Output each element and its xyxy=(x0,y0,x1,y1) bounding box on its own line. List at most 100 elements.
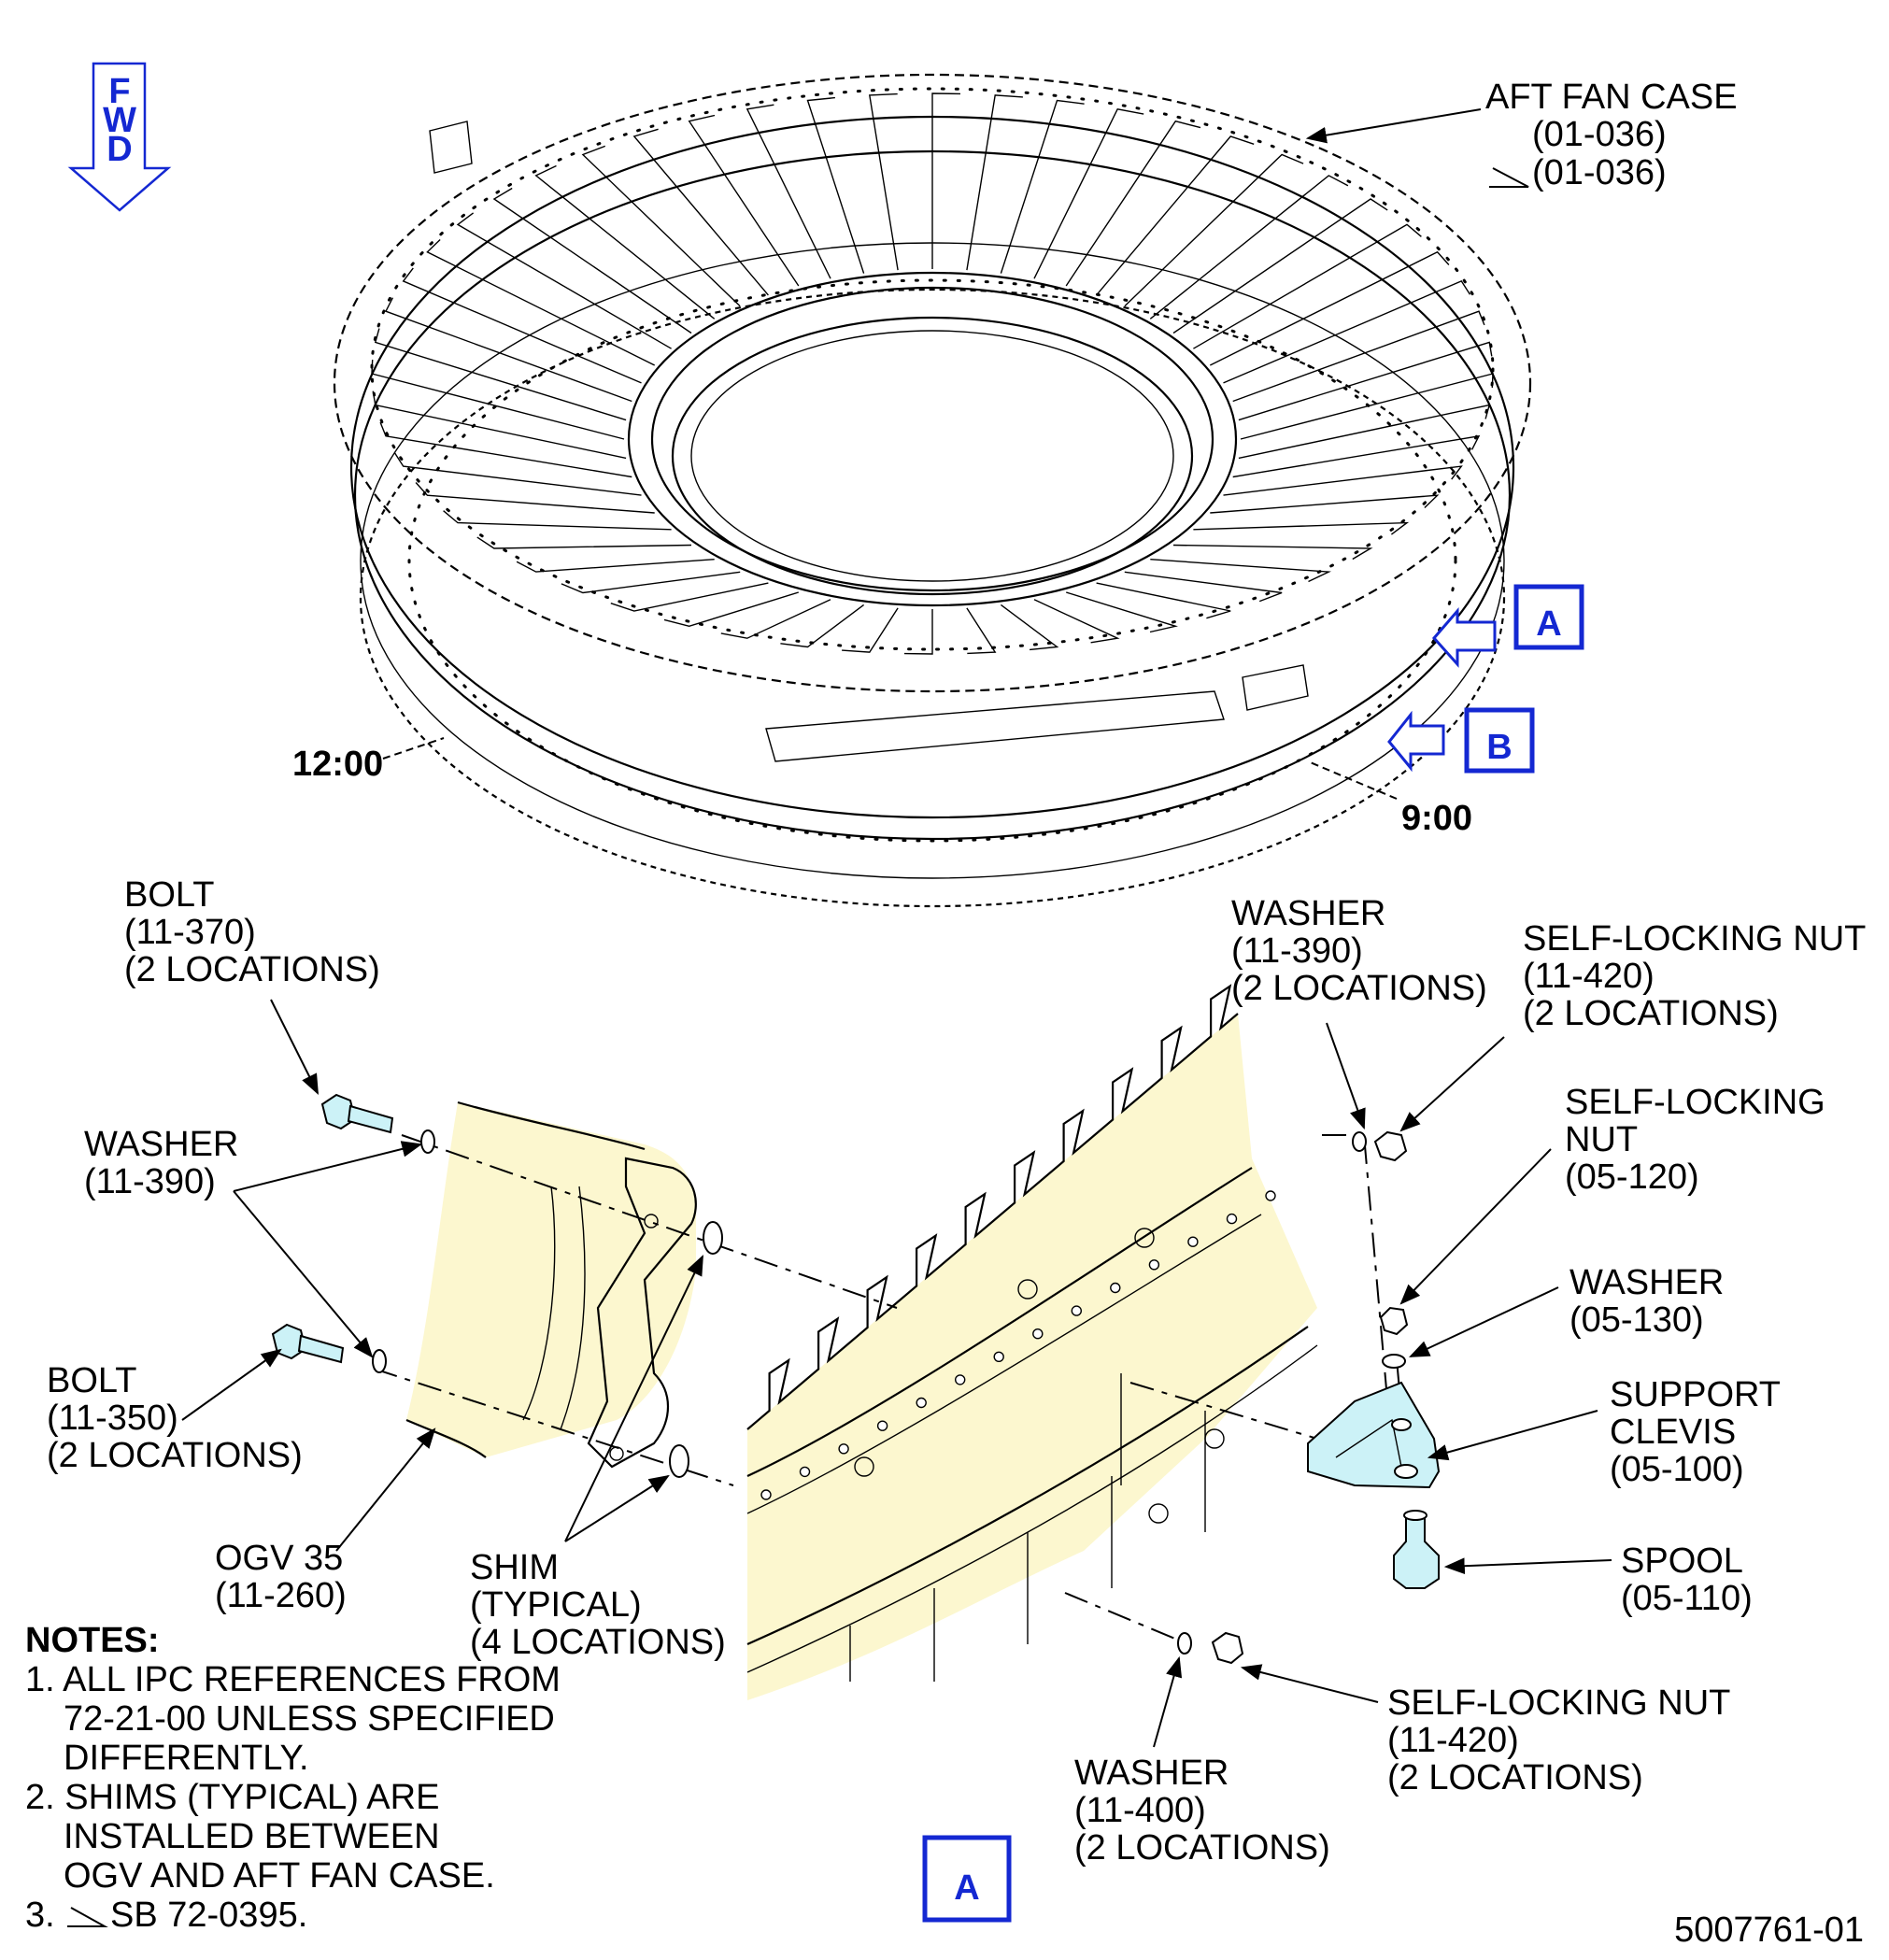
nut-11-420-bottom-icon xyxy=(1211,1631,1244,1665)
bolt-bottom-ref: (11-350) xyxy=(47,1399,178,1438)
case-bolt-hole xyxy=(876,1420,888,1431)
note-1-line-2: 72-21-00 UNLESS SPECIFIED xyxy=(64,1699,555,1739)
nut-top-qty: (2 LOCATIONS) xyxy=(1523,994,1779,1033)
case-bolt-hole xyxy=(838,1443,849,1455)
fan-vane-line xyxy=(443,510,672,531)
case-bolt-hole xyxy=(1187,1236,1199,1247)
aft-fan-case-leader xyxy=(1305,108,1482,144)
ogv-ref: (11-260) xyxy=(215,1576,347,1615)
clock-12-leader xyxy=(382,737,445,760)
bolt-bottom-name: BOLT xyxy=(47,1361,136,1400)
washer-clevis-name: WASHER xyxy=(1569,1263,1724,1302)
fan-vane-line xyxy=(931,92,961,269)
fan-vane-line xyxy=(663,591,800,628)
aft-fan-case-label: AFT FAN CASE xyxy=(1485,78,1738,117)
case-segment-drawing xyxy=(746,984,1318,1700)
washer-11-390-right-icon xyxy=(1352,1131,1367,1152)
shim-leader-1 xyxy=(564,1255,703,1542)
fwd-letter-w: W xyxy=(103,101,136,140)
bolt-top-leader xyxy=(270,999,319,1095)
figure-number: 5007761-01 xyxy=(1674,1910,1864,1950)
nut-bottom-leader xyxy=(1240,1664,1379,1703)
spool-leader xyxy=(1443,1557,1612,1575)
note-1-line-3: DIFFERENTLY. xyxy=(64,1739,309,1778)
washer-top-leader xyxy=(1326,1022,1366,1130)
washer-left-name: WASHER xyxy=(84,1125,238,1164)
washer-05-130-icon xyxy=(1382,1354,1406,1369)
fan-vane-line xyxy=(371,359,625,440)
fan-vane-line xyxy=(374,328,627,421)
case-bolt-hole xyxy=(760,1489,772,1500)
view-b-box xyxy=(1464,707,1535,774)
fan-vane-line xyxy=(746,104,831,279)
view-a-tag: A xyxy=(1536,604,1561,644)
fan-vane-line xyxy=(720,599,831,639)
fan-vane-line xyxy=(581,145,741,307)
revision-flag-icon xyxy=(1489,167,1529,188)
aft-fan-case-ref-revised: (01-036) xyxy=(1532,153,1667,192)
note-2-line-3: OGV AND AFT FAN CASE. xyxy=(64,1856,495,1896)
support-clevis-icon xyxy=(1307,1381,1441,1489)
washer-bottom-qty: (2 LOCATIONS) xyxy=(1074,1828,1330,1868)
bolt-top-qty: (2 LOCATIONS) xyxy=(124,950,380,989)
fan-vane-line xyxy=(1096,135,1255,296)
bolt-top-axis-line xyxy=(401,1134,898,1309)
ogv-name: OGV 35 xyxy=(215,1539,343,1578)
bolt-11-370-icon xyxy=(320,1093,394,1134)
support-clevis-ref: (05-100) xyxy=(1610,1450,1744,1489)
fan-vane-line xyxy=(1238,341,1493,421)
aft-fan-case-drawing xyxy=(333,73,1532,908)
case-bolt-hole xyxy=(1265,1190,1276,1201)
ogv-part-drawing xyxy=(405,1101,697,1469)
view-a-box xyxy=(1513,584,1584,650)
view-b-arrow-icon xyxy=(1387,710,1445,773)
nut-clevis-line2: NUT xyxy=(1565,1120,1638,1159)
washer-bottom-name: WASHER xyxy=(1074,1754,1229,1793)
nut-top-axis-line xyxy=(1322,1134,1393,1454)
nut-clevis-line1: SELF-LOCKING xyxy=(1565,1083,1825,1122)
fan-vane-line xyxy=(1193,223,1422,349)
bolt-bottom-qty: (2 LOCATIONS) xyxy=(47,1436,303,1475)
fan-vane-line xyxy=(1033,599,1120,644)
nut-top-name: SELF-LOCKING NUT xyxy=(1523,919,1866,959)
fan-vane-line xyxy=(393,452,642,496)
nut-top-leader xyxy=(1399,1036,1505,1132)
fan-vane-line xyxy=(492,187,692,334)
support-clevis-leader xyxy=(1427,1410,1598,1461)
fan-vane-line xyxy=(415,482,655,514)
washer-top-name: WASHER xyxy=(1231,894,1385,933)
case-bolt-hole xyxy=(993,1351,1004,1363)
fan-vane-line xyxy=(476,536,692,549)
fan-vane-line xyxy=(426,238,656,366)
case-bolt-hole xyxy=(954,1374,966,1385)
fan-vane-line xyxy=(966,607,997,655)
case-bolt-hole xyxy=(916,1397,927,1409)
fan-vane-line xyxy=(456,212,672,349)
note-2-line-2: INSTALLED BETWEEN xyxy=(64,1817,440,1856)
nut-bottom-ref: (11-420) xyxy=(1387,1721,1519,1760)
case-bolt-hole xyxy=(799,1466,811,1478)
clock-12-label: 12:00 xyxy=(292,745,383,784)
nut-bottom-name: SELF-LOCKING NUT xyxy=(1387,1683,1730,1723)
fan-vane-line xyxy=(1149,175,1349,320)
bolt-11-350-icon xyxy=(271,1323,345,1364)
fan-vane-line xyxy=(1232,434,1481,478)
fan-vane-line xyxy=(1210,494,1440,514)
fan-vane-line xyxy=(385,297,632,403)
fan-vane-line xyxy=(534,164,716,320)
fwd-letter-d: D xyxy=(107,130,132,169)
fan-vane-line xyxy=(1096,582,1231,619)
nut-bottom-qty: (2 LOCATIONS) xyxy=(1387,1758,1643,1797)
fan-vane-line xyxy=(780,604,865,648)
washer-clevis-leader xyxy=(1409,1286,1559,1357)
shim-name: SHIM xyxy=(470,1548,559,1587)
washer-top-ref: (11-390) xyxy=(1231,931,1363,971)
fan-vane-line xyxy=(1232,310,1485,403)
bolt-bottom-leader xyxy=(181,1348,282,1421)
fan-vane-line xyxy=(1172,198,1388,334)
case-bolt-hole xyxy=(1032,1328,1044,1340)
washer-top-qty: (2 LOCATIONS) xyxy=(1231,969,1487,1008)
nut-clevis-ref: (05-120) xyxy=(1565,1158,1699,1197)
shim-leader-2 xyxy=(564,1474,670,1542)
spool-icon xyxy=(1393,1510,1440,1589)
